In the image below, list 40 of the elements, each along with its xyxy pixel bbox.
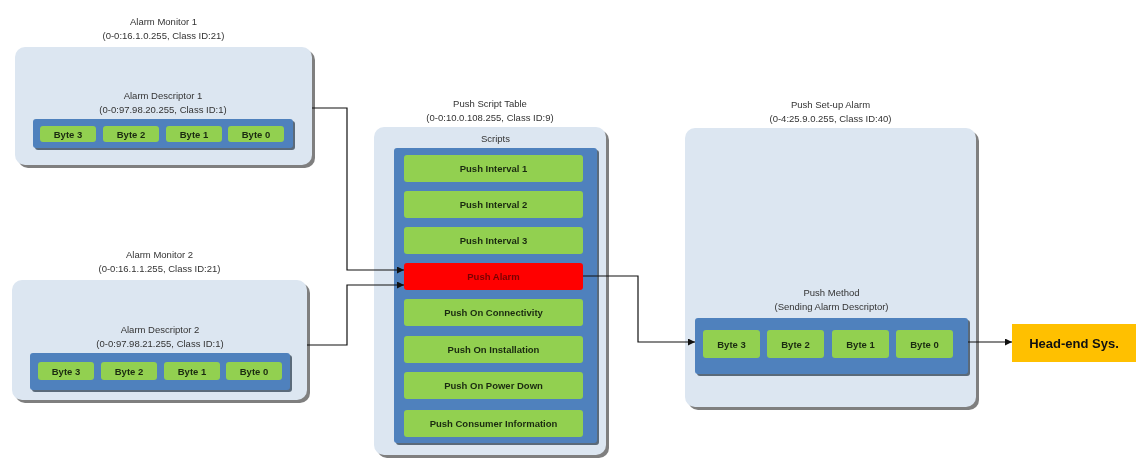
connector-arrow <box>582 275 696 346</box>
byte-cell: Byte 1 <box>832 330 889 358</box>
object-title: Push Script Table <box>453 97 527 111</box>
byte-cell: Byte 1 <box>166 126 222 142</box>
script-item: Push Interval 1 <box>404 155 583 182</box>
script-item: Push Consumer Information <box>404 410 583 437</box>
script-item: Push Interval 2 <box>404 191 583 218</box>
object-identifier: (0-0:97.98.20.255, Class ID:1) <box>99 103 227 117</box>
byte-cell: Byte 0 <box>228 126 284 142</box>
alarm-script-item: Push Alarm <box>404 263 583 290</box>
connector-arrow <box>967 338 1013 346</box>
object-title: Alarm Descriptor 2 <box>120 323 200 337</box>
script-item: Push On Installation <box>404 336 583 363</box>
byte-cell: Byte 2 <box>101 362 157 380</box>
byte-cell: Byte 0 <box>226 362 282 380</box>
object-identifier: (Sending Alarm Descriptor) <box>774 300 889 314</box>
script-item: Push Interval 3 <box>404 227 583 254</box>
byte-cell: Byte 3 <box>40 126 96 142</box>
script-item: Push On Connectivity <box>404 299 583 326</box>
byte-cell: Byte 2 <box>103 126 159 142</box>
byte-cell: Byte 3 <box>38 362 94 380</box>
byte-cell: Byte 0 <box>896 330 953 358</box>
object-title: Push Method <box>803 286 860 300</box>
connector-arrow <box>306 281 405 346</box>
object-title: Push Set-up Alarm <box>790 98 871 112</box>
byte-cell: Byte 2 <box>767 330 824 358</box>
object-title: Scripts <box>480 132 510 146</box>
object-identifier: (0-0:10.0.108.255, Class ID:9) <box>426 111 554 125</box>
object-title: Alarm Descriptor 1 <box>123 89 203 103</box>
object-title: Alarm Monitor 1 <box>129 15 198 29</box>
byte-cell: Byte 3 <box>703 330 760 358</box>
connector-arrow <box>311 107 405 274</box>
object-title: Alarm Monitor 2 <box>125 248 194 262</box>
byte-cell: Byte 1 <box>164 362 220 380</box>
object-identifier: (0-0:16.1.0.255, Class ID:21) <box>102 29 225 43</box>
script-item: Push On Power Down <box>404 372 583 399</box>
object-identifier: (0-4:25.9.0.255, Class ID:40) <box>769 112 892 126</box>
object-identifier: (0-0:16.1.1.255, Class ID:21) <box>98 262 221 276</box>
object-identifier: (0-0:97.98.21.255, Class ID:1) <box>96 337 224 351</box>
head-end-system-box: Head-end Sys. <box>1012 324 1136 362</box>
